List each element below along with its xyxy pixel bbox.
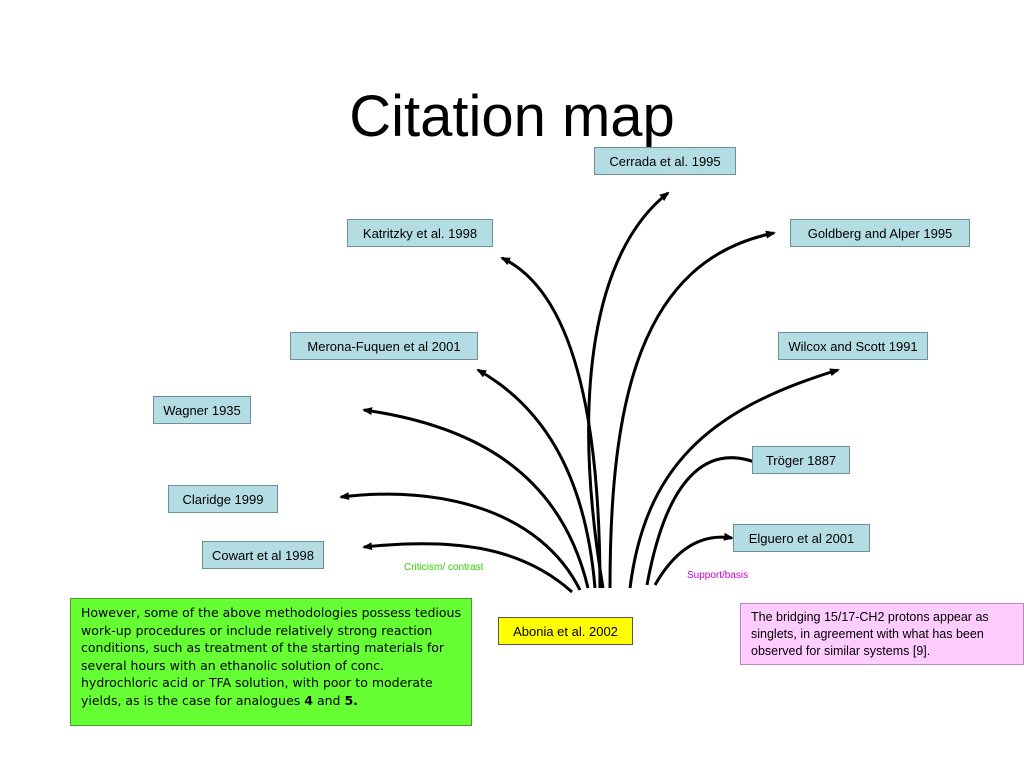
citation-wagner: Wagner 1935 [153,396,251,424]
support-note: The bridging 15/17-CH2 protons appear as… [740,603,1024,665]
arrow-to-cerrada [587,191,670,589]
arrow-to-claridge [339,492,582,591]
page-title: Citation map [349,84,675,149]
citation-claridge: Claridge 1999 [168,485,278,513]
citation-katritzky: Katritzky et al. 1998 [347,219,493,247]
arrow-to-katritzky [500,256,602,589]
criticism-note-bold-1: 4 [304,692,313,708]
criticism-note-text-2: and [313,692,345,708]
citation-merona: Merona-Fuquen et al 2001 [290,332,478,360]
arrow-to-cowart [362,542,574,594]
arrow-to-merona [476,368,597,589]
legend-criticism-label: Criticism/ contrast [404,562,484,573]
arrow-to-wagner [362,407,590,589]
citation-troger: Tröger 1887 [752,446,850,474]
arrow-to-elguero [653,532,734,586]
legend-support-label: Support/basis [687,570,749,581]
citation-cowart: Cowart et al 1998 [202,541,324,569]
criticism-note: However, some of the above methodologies… [70,598,472,726]
arrow-to-troger [645,456,768,586]
criticism-note-text-1: However, some of the above methodologies… [81,605,461,708]
citation-cerrada: Cerrada et al. 1995 [594,147,736,175]
citation-wilcox: Wilcox and Scott 1991 [778,332,928,360]
arrow-to-wilcox [628,368,840,589]
criticism-note-bold-2: 5. [344,692,358,708]
arrow-to-goldberg [608,230,776,589]
center-citation-abonia: Abonia et al. 2002 [498,617,633,645]
citation-elguero: Elguero et al 2001 [733,524,870,552]
citation-goldberg: Goldberg and Alper 1995 [790,219,970,247]
